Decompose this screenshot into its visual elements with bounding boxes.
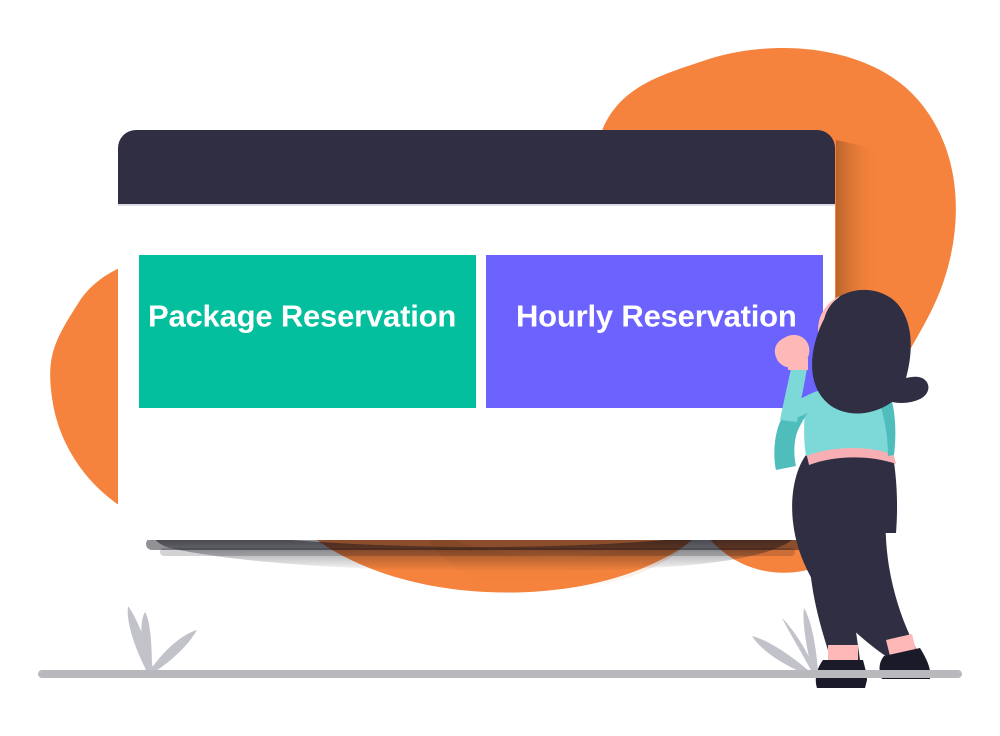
wrist — [788, 358, 808, 370]
plant-left-leaf-curve — [127, 606, 154, 672]
card-body — [118, 148, 835, 540]
hair-tip — [896, 385, 920, 397]
hair-fringe — [821, 292, 858, 350]
card-titlebar — [118, 130, 835, 204]
titlebar-underline — [118, 204, 835, 206]
plant-left-leaf-right — [149, 630, 197, 673]
tab-strip — [139, 255, 823, 408]
hair-back — [812, 289, 929, 414]
waistband — [806, 445, 896, 465]
plant-left — [127, 606, 197, 673]
character-woman — [774, 289, 930, 688]
plant-right — [752, 608, 818, 674]
tab-hourly-reservation[interactable] — [486, 255, 823, 408]
tab-hourly-reservation-label: Hourly Reservation — [516, 298, 797, 334]
blob-bottom-shade — [420, 517, 705, 593]
pants-hips — [807, 456, 898, 533]
hair-side-lock — [822, 352, 856, 409]
plant-right-leaf-left — [752, 636, 810, 674]
ground-line — [38, 670, 962, 678]
tab-package-reservation-label: Package Reservation — [148, 298, 457, 334]
tab-package-reservation-rect[interactable] — [139, 255, 476, 408]
tab-hourly-reservation-rect[interactable] — [486, 255, 823, 408]
forearm — [780, 360, 808, 422]
app-window-card — [118, 130, 835, 540]
plant-right-leaf-inner — [782, 618, 816, 672]
plant-right-leaf-tall — [803, 608, 818, 672]
tab-package-reservation[interactable] — [139, 255, 476, 408]
card-titlebar-region[interactable] — [118, 130, 835, 204]
